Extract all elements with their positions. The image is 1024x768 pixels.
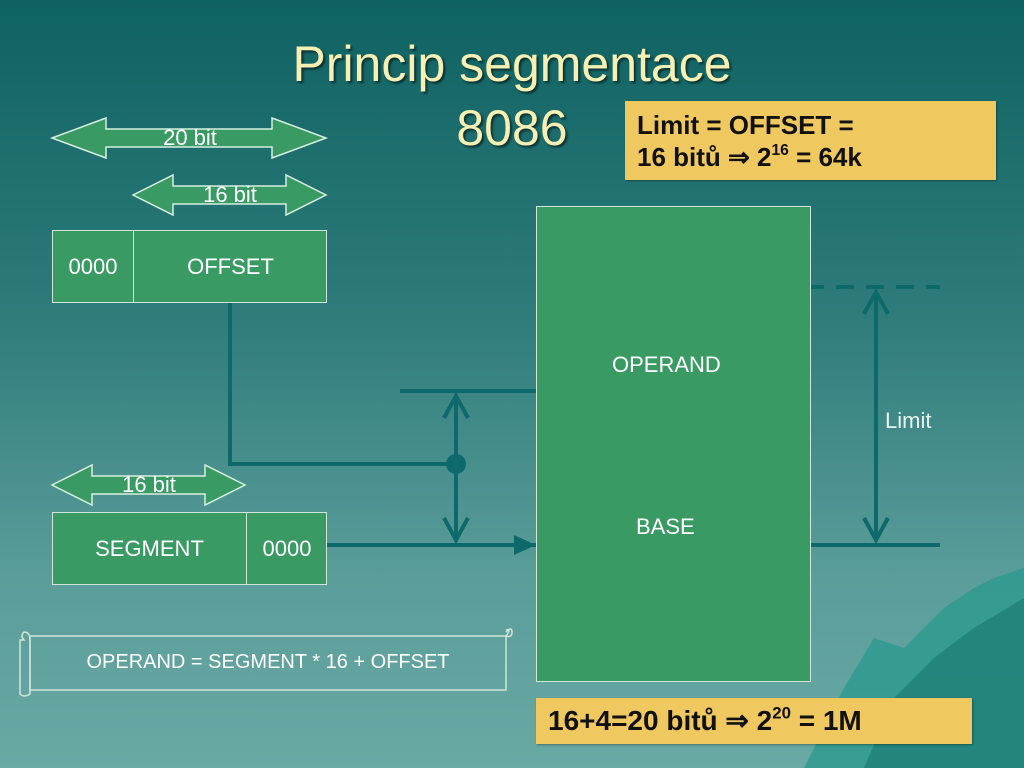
memory-operand-label: OPERAND (612, 352, 721, 377)
offset-path (228, 302, 456, 466)
offset-name: OFFSET (133, 231, 327, 302)
label-16-bit-segment: 16 bit (122, 472, 176, 497)
label-20-bit: 20 bit (163, 125, 217, 150)
double-arrow-16bit-offset (131, 173, 328, 217)
address-bits-note: 16+4=20 bitů ⇒ 220 = 1M (536, 698, 972, 744)
formula-text: OPERAND = SEGMENT * 16 + OFFSET (86, 650, 450, 673)
offset-zeros: 0000 (68, 253, 118, 279)
base-arrowhead (514, 535, 536, 555)
double-arrow-20bit (49, 116, 329, 160)
bits-note-exponent: 20 (772, 703, 791, 723)
limit-note-suffix: = 64k (788, 142, 862, 172)
bits-note-prefix: 16+4=20 bitů ⇒ 2 (548, 705, 773, 736)
title-line-1: Princip segmentace (292, 36, 732, 92)
limit-note-exponent: 16 (771, 142, 789, 160)
limit-note-line-1: Limit = OFFSET = (637, 110, 854, 140)
limit-note: Limit = OFFSET = 16 bitů ⇒ 216 = 64k (625, 101, 996, 180)
label-16-bit-offset: 16 bit (203, 182, 257, 207)
memory-base-label: BASE (636, 514, 695, 539)
limit-note-line-2: 16 bitů ⇒ 216 = 64k (637, 141, 984, 173)
segment-register: SEGMENT 0000 (52, 512, 327, 585)
title-line-2: 8086 (456, 100, 568, 156)
offset-register: 0000 OFFSET (52, 230, 327, 303)
memory-segment-block (536, 206, 811, 682)
segment-zeros: 0000 (246, 513, 327, 584)
limit-label: Limit (885, 408, 932, 433)
segment-name: SEGMENT (95, 535, 204, 561)
double-arrow-16bit-segment (50, 463, 247, 507)
limit-note-prefix: 16 bitů ⇒ 2 (637, 142, 772, 172)
slide-title: Princip segmentace 8086 (200, 32, 824, 160)
bits-note-suffix: = 1M (790, 705, 862, 736)
